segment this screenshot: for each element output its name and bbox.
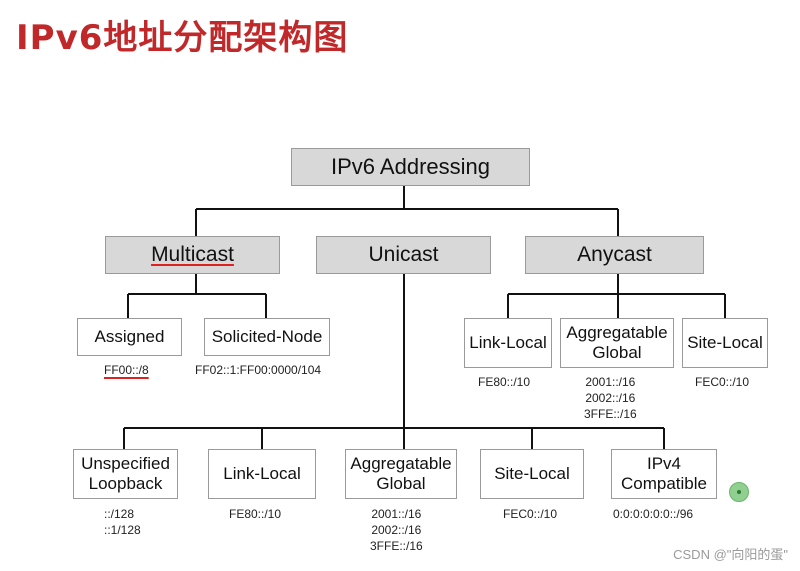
unicast-site-local-label: Site-Local	[494, 464, 570, 484]
anycast-site-local-prefix: FEC0::/10	[695, 375, 750, 389]
anycast-site-local-node: Site-Local	[682, 318, 768, 368]
root-label: IPv6 Addressing	[331, 154, 490, 180]
unicast-node: Unicast	[316, 236, 491, 274]
unicast-unspecified-node: Unspecified Loopback	[73, 449, 178, 499]
unicast-unspecified-prefixes: ::/128 ::1/128	[104, 506, 141, 538]
anycast-aggregatable-node: Aggregatable Global	[560, 318, 674, 368]
page-title: IPv6地址分配架构图	[16, 18, 349, 58]
unicast-unspecified-prefix-2: ::1/128	[104, 523, 141, 537]
multicast-assigned-prefix: FF00::/8	[104, 363, 149, 377]
anycast-node: Anycast	[525, 236, 704, 274]
multicast-label: Multicast	[151, 242, 234, 266]
unicast-ipv4-node: IPv4 Compatible	[611, 449, 717, 499]
unicast-site-local-node: Site-Local	[480, 449, 584, 499]
multicast-solicited-prefix: FF02::1:FF00:0000/104	[195, 363, 322, 377]
watermark: CSDN @"向阳的蛋"	[673, 547, 788, 562]
multicast-assigned-label: Assigned	[94, 327, 165, 347]
unicast-aggregatable-label-1: Aggregatable	[350, 454, 452, 474]
anycast-aggregatable-prefix-3: 3FFE::/16	[584, 407, 637, 421]
anycast-link-local-node: Link-Local	[464, 318, 552, 368]
unicast-aggregatable-prefix-3: 3FFE::/16	[370, 539, 423, 553]
multicast-solicited-label: Solicited-Node	[211, 327, 323, 347]
unicast-link-local-label: Link-Local	[223, 464, 301, 484]
cursor-indicator-dot	[729, 482, 749, 502]
unicast-aggregatable-label-2: Global	[376, 474, 426, 493]
anycast-link-local-label: Link-Local	[469, 333, 547, 353]
unicast-ipv4-prefix: 0:0:0:0:0:0::/96	[613, 507, 694, 521]
unicast-ipv4-label-2: Compatible	[621, 474, 707, 493]
unicast-unspecified-label-2: Loopback	[88, 474, 163, 493]
unicast-link-local-prefix: FE80::/10	[229, 507, 282, 521]
anycast-link-local-prefix: FE80::/10	[478, 375, 531, 389]
unicast-ipv4-label-1: IPv4	[646, 454, 682, 474]
unicast-aggregatable-prefix-2: 2002::/16	[371, 523, 422, 537]
anycast-aggregatable-prefixes: 2001::/16 2002::/16 3FFE::/16	[584, 374, 637, 422]
anycast-aggregatable-label-1: Aggregatable	[566, 323, 668, 343]
unicast-aggregatable-prefixes: 2001::/16 2002::/16 3FFE::/16	[370, 506, 423, 554]
multicast-node: Multicast	[105, 236, 280, 274]
multicast-assigned-node: Assigned	[77, 318, 182, 356]
unicast-aggregatable-prefix-1: 2001::/16	[371, 507, 422, 521]
anycast-aggregatable-prefix-2: 2002::/16	[585, 391, 636, 405]
unicast-label: Unicast	[368, 242, 439, 266]
unicast-unspecified-prefix-1: ::/128	[104, 507, 135, 521]
anycast-label: Anycast	[577, 242, 652, 266]
unicast-aggregatable-node: Aggregatable Global	[345, 449, 457, 499]
unicast-unspecified-label-1: Unspecified	[81, 454, 170, 474]
anycast-aggregatable-label-2: Global	[592, 343, 642, 362]
root-node: IPv6 Addressing	[291, 148, 530, 186]
anycast-site-local-label: Site-Local	[687, 333, 763, 353]
anycast-aggregatable-prefix-1: 2001::/16	[585, 375, 636, 389]
unicast-link-local-node: Link-Local	[208, 449, 316, 499]
multicast-solicited-node: Solicited-Node	[204, 318, 330, 356]
unicast-site-local-prefix: FEC0::/10	[503, 507, 558, 521]
